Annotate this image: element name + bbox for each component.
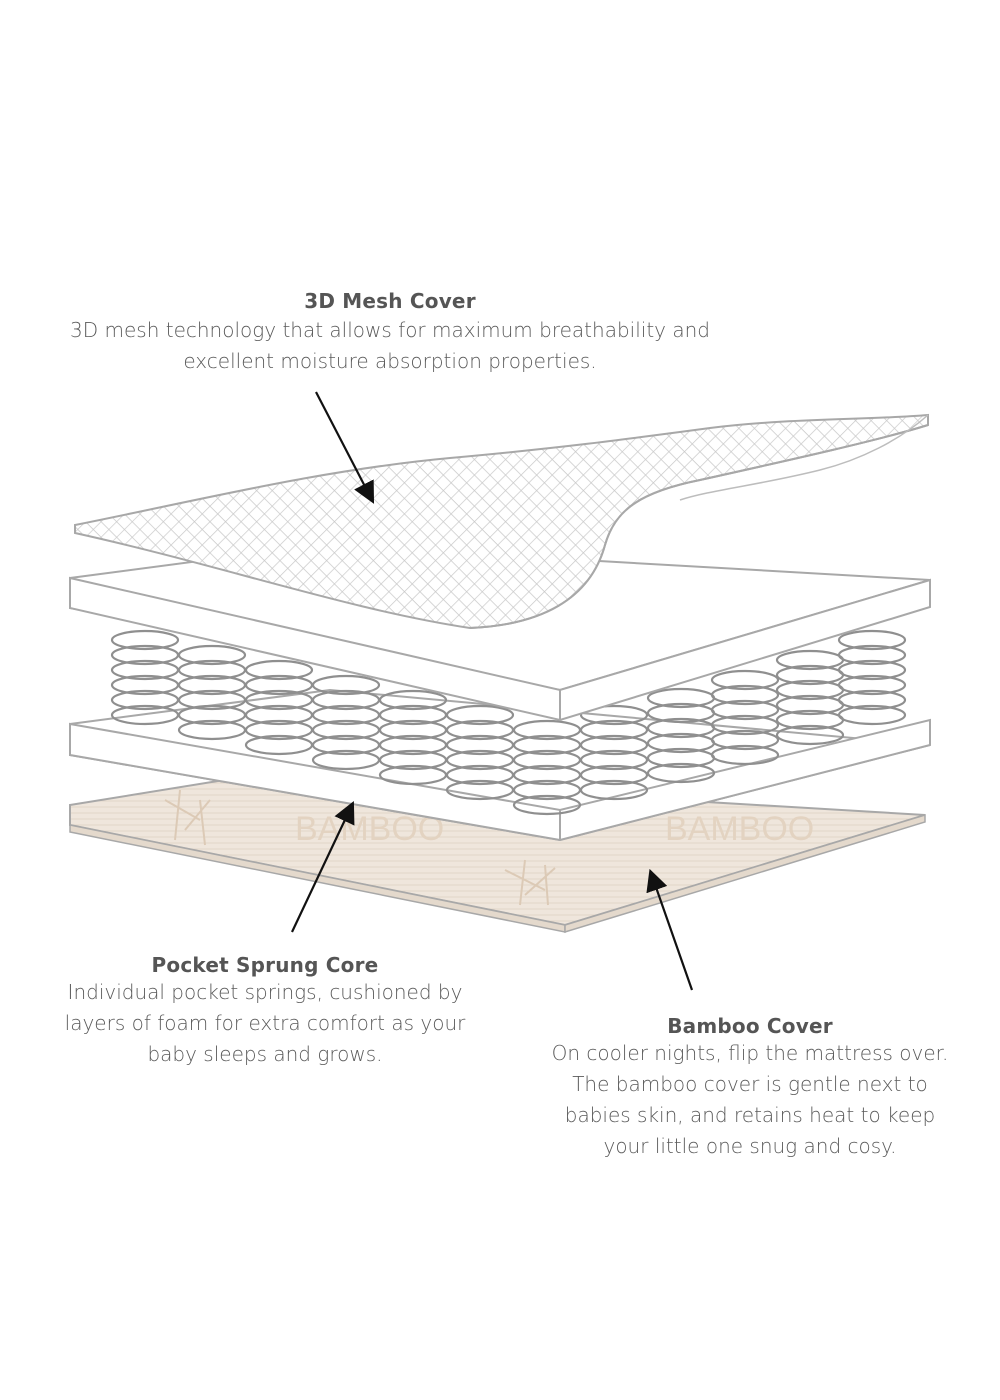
pocket-sprung-core-line-1: Individual pocket springs, cushioned by: [67, 980, 463, 1004]
bamboo-cover-line-3: babies skin, and retains heat to keep: [564, 1103, 936, 1127]
mesh-cover-line-2: excellent moisture absorption properties…: [183, 349, 597, 373]
bamboo-cover-line-1: On cooler nights, flip the mattress over…: [551, 1041, 949, 1065]
pocket-sprung-core-callout: Pocket Sprung Core Individual pocket spr…: [30, 953, 500, 1070]
mesh-cover-callout: 3D Mesh Cover 3D mesh technology that al…: [20, 289, 760, 377]
pocket-springs: [110, 629, 907, 816]
bamboo-cover-line-4: your little one snug and cosy.: [603, 1134, 897, 1158]
bamboo-leaf-icon: [164, 789, 556, 906]
spring-coil: [110, 629, 180, 726]
bamboo-cover-callout: Bamboo Cover On cooler nights, flip the …: [520, 1014, 980, 1162]
mesh-cover-line-1: 3D mesh technology that allows for maxim…: [70, 318, 710, 342]
mesh-arrow: [315, 391, 375, 504]
pocket-sprung-core-line-2: layers of foam for extra comfort as your: [64, 1011, 466, 1035]
spring-coil: [775, 649, 845, 746]
pocket-sprung-core-title: Pocket Sprung Core: [151, 953, 379, 977]
mesh-cover-layer: [74, 413, 929, 630]
spring-coil: [579, 704, 649, 801]
spring-coil: [710, 669, 780, 766]
bamboo-cover-line-2: The bamboo cover is gentle next to: [572, 1072, 928, 1096]
core-arrow: [291, 801, 355, 933]
pocket-sprung-core-line-3: baby sleeps and grows.: [147, 1042, 383, 1066]
mesh-cover-title: 3D Mesh Cover: [304, 289, 476, 313]
bamboo-cover-title: Bamboo Cover: [667, 1014, 833, 1038]
bamboo-arrow: [646, 868, 694, 991]
spring-coil: [837, 629, 907, 726]
bamboo-watermark-right: BAMBOO: [665, 810, 814, 848]
